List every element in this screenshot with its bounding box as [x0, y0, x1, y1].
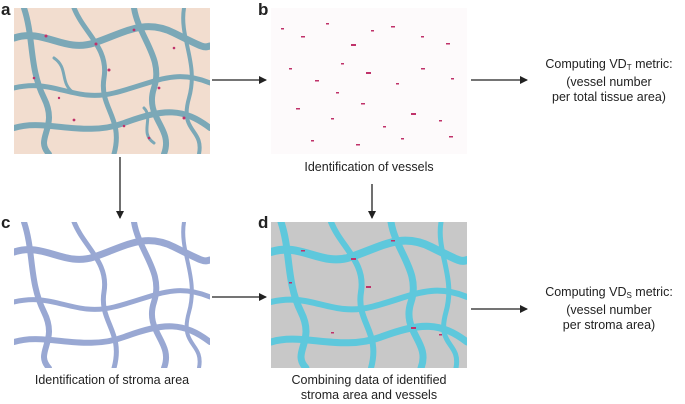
panel-label-a: a — [1, 0, 11, 19]
metric-vd-t: Computing VDT metric: (vessel number per… — [534, 57, 684, 105]
metric-vd-t-title: Computing VDT metric: — [545, 57, 673, 72]
panel-a-tissue-image — [14, 8, 210, 154]
panel-b-vessels-image — [271, 8, 467, 154]
panel-label-d: d — [258, 213, 269, 232]
metric-vd-s: Computing VDS metric: (vessel number per… — [534, 285, 684, 333]
panel-c-stroma-image — [14, 222, 210, 368]
caption-d: Combining data of identified stroma area… — [291, 373, 447, 402]
metric-vd-s-title: Computing VDS metric: — [545, 285, 673, 300]
panel-label-b: b — [258, 0, 269, 19]
panel-label-c: c — [1, 213, 11, 232]
panel-d-overlay-image — [271, 222, 467, 368]
caption-c: Identification of stroma area — [34, 373, 190, 387]
caption-b: Identification of vessels — [304, 160, 434, 174]
